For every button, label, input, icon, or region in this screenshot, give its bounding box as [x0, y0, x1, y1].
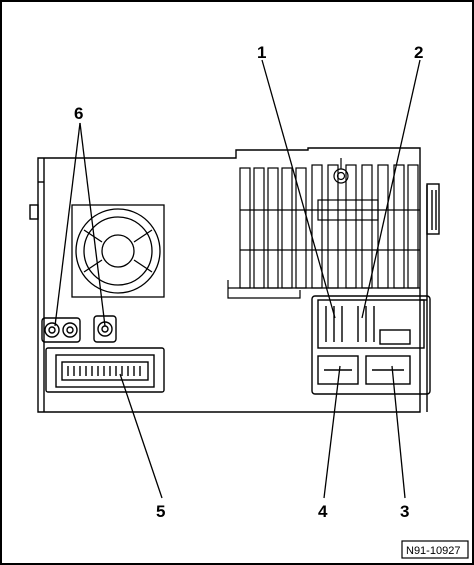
callout-6: 6 [74, 104, 83, 123]
callout-3: 3 [400, 502, 409, 521]
callout-4: 4 [318, 502, 328, 521]
screw-fixture [333, 158, 349, 184]
leader-2 [361, 59, 421, 319]
figure-ref-label: N91-10927 [406, 545, 460, 557]
callout-5: 5 [156, 502, 165, 521]
heat-sink [227, 164, 420, 299]
unit-housing [29, 147, 440, 413]
leader-1 [261, 59, 336, 319]
leader-3 [391, 365, 406, 499]
cooling-fan [71, 204, 165, 298]
figure-ref-box [401, 540, 469, 559]
callout-2: 2 [414, 43, 423, 62]
leader-4 [323, 365, 341, 499]
leader-5 [119, 373, 163, 499]
leader-6a [54, 122, 81, 327]
connector-5 [45, 347, 165, 393]
leader-6b [79, 122, 106, 327]
callout-1: 1 [257, 43, 266, 62]
leader-lines [54, 59, 421, 499]
connector-block [311, 295, 431, 395]
